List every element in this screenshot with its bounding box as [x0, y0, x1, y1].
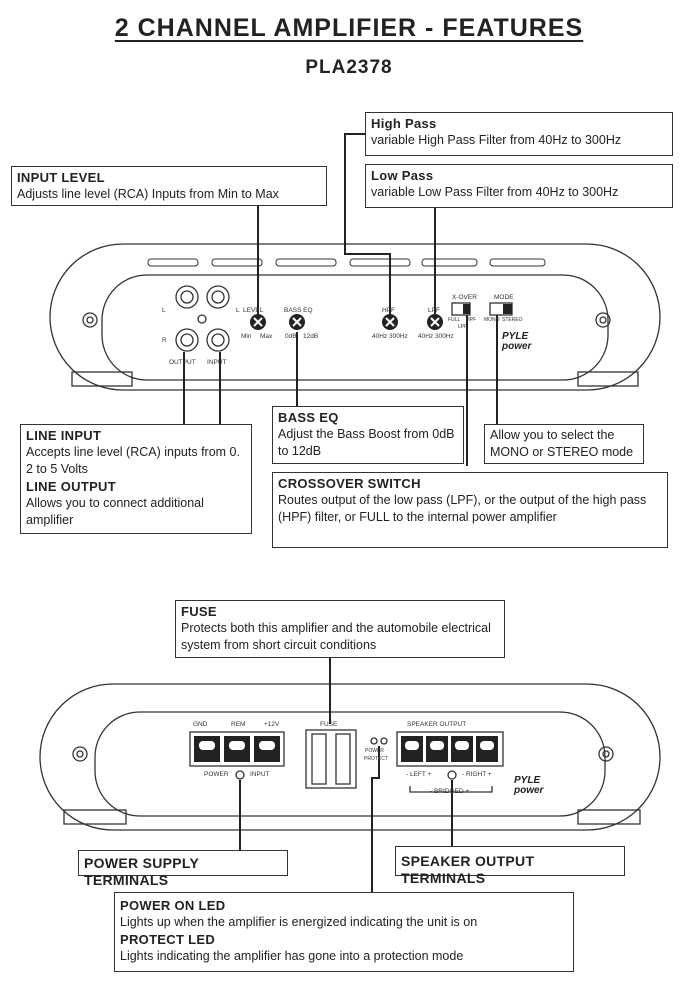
page-title: 2 CHANNEL AMPLIFIER - FEATURES: [114, 14, 584, 42]
high-pass-heading: High Pass: [371, 116, 437, 131]
label-bridged: - BRIDGED +: [430, 788, 470, 795]
label-power-input-2: INPUT: [250, 771, 270, 778]
low-pass-heading: Low Pass: [371, 168, 434, 183]
bottom-amp-outer: [39, 683, 661, 831]
label-0db: 0dB: [285, 333, 297, 340]
label-min: Min: [241, 333, 252, 340]
callout-mode: Allow you to select the MONO or STEREO m…: [484, 424, 644, 464]
label-level: LEVEL: [243, 307, 264, 314]
label-hpf-sw: HPF: [466, 317, 476, 323]
label-bass-eq: BASS EQ: [284, 307, 313, 314]
callout-bass-eq: BASS EQ Adjust the Bass Boost from 0dB t…: [272, 406, 464, 464]
label-x-over: X-OVER: [452, 294, 477, 301]
power-on-led-text: Lights up when the amplifier is energize…: [120, 915, 478, 929]
low-pass-text: variable Low Pass Filter from 40Hz to 30…: [371, 185, 619, 199]
callout-leds: POWER ON LED Lights up when the amplifie…: [114, 892, 574, 972]
leader-high-pass: [344, 133, 391, 314]
crossover-heading: CROSSOVER SWITCH: [278, 476, 421, 491]
callout-power-supply: POWER SUPPLY TERMINALS: [78, 850, 288, 888]
top-amp-inner: [101, 274, 609, 381]
callout-low-pass: Low Pass variable Low Pass Filter from 4…: [365, 164, 673, 208]
label-left: - LEFT +: [406, 771, 432, 778]
label-protect-led: PROTECT: [364, 756, 388, 762]
label-12db: 12dB: [303, 333, 319, 340]
label-fuse: FUSE: [320, 721, 338, 728]
label-gnd: GND: [193, 721, 208, 728]
label-l: L: [162, 307, 166, 314]
label-power-input-1: POWER: [204, 771, 229, 778]
label-input: INPUT: [207, 359, 227, 366]
label-hpf-range: 40Hz 300Hz: [372, 333, 408, 340]
bottom-amp-inner: [94, 711, 606, 817]
label-hpf: HPF: [382, 307, 395, 314]
top-amp-outer: [49, 243, 661, 391]
label-speaker-output: SPEAKER OUTPUT: [407, 721, 467, 728]
callout-speaker-output: SPEAKER OUTPUT TERMINALS: [395, 846, 625, 886]
callout-high-pass: High Pass variable High Pass Filter from…: [365, 112, 673, 156]
line-input-text: Accepts line level (RCA) inputs from 0. …: [26, 445, 240, 476]
protect-led-text: Lights indicating the amplifier has gone…: [120, 949, 464, 963]
fuse-text: Protects both this amplifier and the aut…: [181, 621, 491, 652]
label-power-led: POWER: [365, 748, 384, 754]
callout-line-io: LINE INPUT Accepts line level (RCA) inpu…: [20, 424, 252, 534]
label-lpf-range: 40Hz 300Hz: [418, 333, 454, 340]
power-on-led-heading: POWER ON LED: [120, 898, 226, 913]
power-supply-heading: POWER SUPPLY TERMINALS: [84, 855, 199, 888]
label-max: Max: [260, 333, 273, 340]
label-rem: REM: [231, 721, 246, 728]
label-mono: MONO: [484, 317, 500, 323]
protect-led-heading: PROTECT LED: [120, 932, 216, 947]
bass-eq-text: Adjust the Bass Boost from 0dB to 12dB: [278, 427, 455, 458]
input-level-heading: INPUT LEVEL: [17, 170, 105, 185]
label-stereo: STEREO: [502, 317, 523, 323]
callout-fuse: FUSE Protects both this amplifier and th…: [175, 600, 505, 658]
label-lpf: LPF: [428, 307, 440, 314]
label-lpf-sw: LPF: [458, 324, 468, 330]
label-right: - RIGHT +: [462, 771, 492, 778]
model-number: PLA2378: [305, 57, 393, 78]
input-level-text: Adjusts line level (RCA) Inputs from Min…: [17, 187, 279, 201]
line-input-heading: LINE INPUT: [26, 428, 102, 443]
high-pass-text: variable High Pass Filter from 40Hz to 3…: [371, 133, 622, 147]
label-full: FULL: [448, 317, 461, 323]
speaker-output-heading: SPEAKER OUTPUT TERMINALS: [401, 853, 535, 886]
bass-eq-heading: BASS EQ: [278, 410, 339, 425]
line-output-text: Allows you to connect additional amplifi…: [26, 496, 204, 527]
fuse-heading: FUSE: [181, 604, 217, 619]
label-r: R: [162, 337, 167, 344]
label-12v: +12V: [264, 721, 280, 728]
label-output: OUTPUT: [169, 359, 196, 366]
callout-input-level: INPUT LEVEL Adjusts line level (RCA) Inp…: [11, 166, 327, 206]
line-output-heading: LINE OUTPUT: [26, 479, 116, 494]
mode-text: Allow you to select the MONO or STEREO m…: [490, 428, 634, 459]
callout-crossover: CROSSOVER SWITCH Routes output of the lo…: [272, 472, 668, 548]
label-mode: MODE: [494, 294, 514, 301]
crossover-text: Routes output of the low pass (LPF), or …: [278, 493, 647, 524]
label-l2: L: [236, 307, 240, 314]
